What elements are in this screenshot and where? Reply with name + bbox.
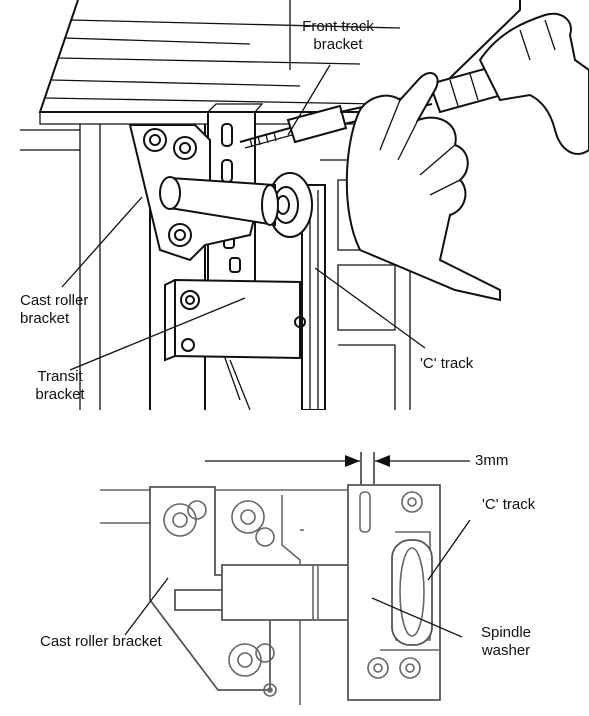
leader-c-track-detail <box>427 519 471 581</box>
label-transit-bracket: Transit bracket <box>24 368 96 404</box>
leader-front-track-bracket <box>287 64 331 136</box>
cast-roller-bracket-detail <box>149 486 304 705</box>
label-cast-roller-bracket-top-line1: Cast roller <box>20 292 89 309</box>
top-illustration <box>20 0 589 410</box>
label-front-track-bracket-line2: bracket <box>313 36 363 53</box>
detail-illustration <box>100 452 471 705</box>
c-track-detail <box>347 484 441 701</box>
hands <box>345 12 589 302</box>
leader-cast-roller-bracket-top <box>61 196 143 288</box>
label-spindle-washer-line2: washer <box>481 642 531 659</box>
label-transit-bracket-line1: Transit <box>37 368 83 385</box>
leader-spindle-washer <box>371 597 463 638</box>
c-track <box>301 184 326 410</box>
leader-c-track-top <box>314 267 426 349</box>
label-cast-roller-bracket-top-line2: bracket <box>20 310 70 327</box>
label-c-track-detail: 'C' track <box>482 496 536 513</box>
cast-roller-bracket-top <box>128 124 279 262</box>
label-transit-bracket-line2: bracket <box>35 386 85 403</box>
transit-bracket <box>164 278 306 362</box>
label-front-track-bracket: Front track bracket <box>290 18 386 54</box>
leader-cast-roller-bracket-detail <box>124 577 169 636</box>
label-c-track-top: 'C' track <box>420 355 474 372</box>
label-cast-roller-bracket-detail: Cast roller bracket <box>40 633 162 650</box>
label-spindle-washer: Spindle washer <box>466 624 546 660</box>
label-front-track-bracket-line1: Front track <box>302 18 374 35</box>
leader-transit-bracket <box>69 297 246 371</box>
label-gap: 3mm <box>475 452 509 469</box>
label-cast-roller-bracket-top: Cast roller bracket <box>20 292 120 328</box>
label-spindle-washer-line1: Spindle <box>480 624 532 641</box>
